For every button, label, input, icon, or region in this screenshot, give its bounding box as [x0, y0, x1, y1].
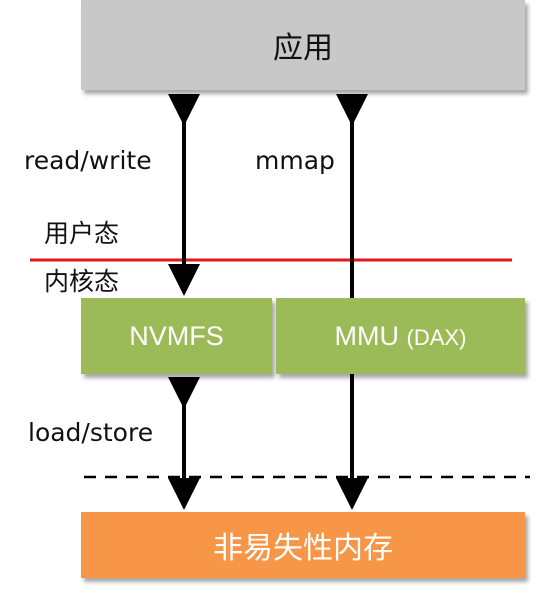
read-write-label: read/write [24, 146, 152, 175]
mmu-dax-label: (DAX) [406, 324, 467, 350]
mmu-main-label: MMU [334, 320, 400, 351]
nvm-label: 非易失性内存 [213, 531, 393, 566]
nvm-box: 非易失性内存 [81, 512, 525, 578]
mmu-box: MMU (DAX) [276, 298, 525, 374]
nvmfs-box: NVMFS [81, 298, 272, 374]
mmap-label: mmap [255, 146, 335, 175]
application-label: 应用 [273, 31, 333, 66]
load-store-label: load/store [28, 418, 154, 447]
nvmfs-label: NVMFS [129, 320, 224, 351]
mmu-label: MMU (DAX) [335, 321, 467, 352]
user-mode-label: 用户态 [44, 219, 120, 248]
application-box: 应用 [81, 0, 525, 90]
kernel-mode-label: 内核态 [44, 267, 120, 296]
